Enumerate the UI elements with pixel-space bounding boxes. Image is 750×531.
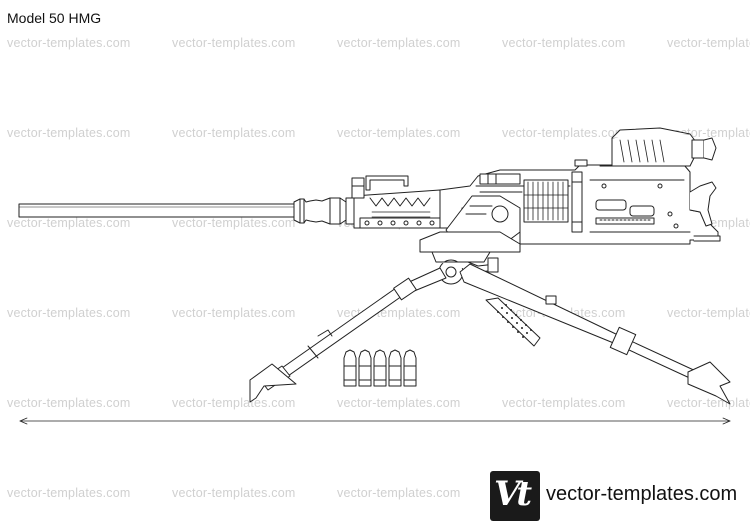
page-title: Model 50 HMG (7, 10, 102, 26)
traverse-grip (485, 297, 541, 347)
watermark-text: vector-templates.com (667, 36, 750, 50)
barrel-jacket (351, 175, 441, 229)
watermark-text: vector-templates.com (7, 396, 131, 410)
watermark-text: vector-templates.com (337, 36, 461, 50)
ammunition-cartridges (343, 349, 417, 387)
tripod-rear-leg (459, 263, 731, 405)
logo-letters: Vt (494, 474, 532, 514)
watermark-text: vector-templates.com (7, 486, 131, 500)
watermark-text: vector-templates.com (172, 216, 296, 230)
length-dimension-arrow (19, 417, 731, 425)
watermark-text: vector-templates.com (502, 36, 626, 50)
watermark-text: vector-templates.com (337, 126, 461, 140)
watermark-text: vector-templates.com (337, 396, 461, 410)
watermark-text: vector-templates.com (172, 396, 296, 410)
watermark-text: vector-templates.com (172, 36, 296, 50)
watermark-text: vector-templates.com (502, 396, 626, 410)
watermark-text: vector-templates.com (7, 126, 131, 140)
watermark-text: vector-templates.com (172, 306, 296, 320)
watermark-text: vector-templates.com (7, 216, 131, 230)
brand-logo[interactable]: Vt vector-templates.com (490, 471, 750, 521)
watermark-text: vector-templates.com (7, 36, 131, 50)
watermark-row: vector-templates.com vector-templates.co… (0, 396, 750, 412)
optic-sight (599, 127, 717, 167)
vt-logo-icon: Vt (490, 471, 540, 521)
watermark-row: vector-templates.com vector-templates.co… (0, 486, 750, 502)
watermark-text: vector-templates.com (172, 126, 296, 140)
watermark-text: vector-templates.com (337, 486, 461, 500)
watermark-text: vector-templates.com (502, 126, 626, 140)
brand-text: vector-templates.com (546, 483, 738, 505)
watermark-text: vector-templates.com (667, 306, 750, 320)
tripod-front-leg (249, 267, 447, 403)
barrel (18, 197, 355, 225)
watermark-text: vector-templates.com (667, 396, 750, 410)
watermark-row: vector-templates.com vector-templates.co… (0, 36, 750, 52)
watermark-text: vector-templates.com (7, 306, 131, 320)
watermark-row: vector-templates.com vector-templates.co… (0, 126, 750, 142)
watermark-text: vector-templates.com (172, 486, 296, 500)
